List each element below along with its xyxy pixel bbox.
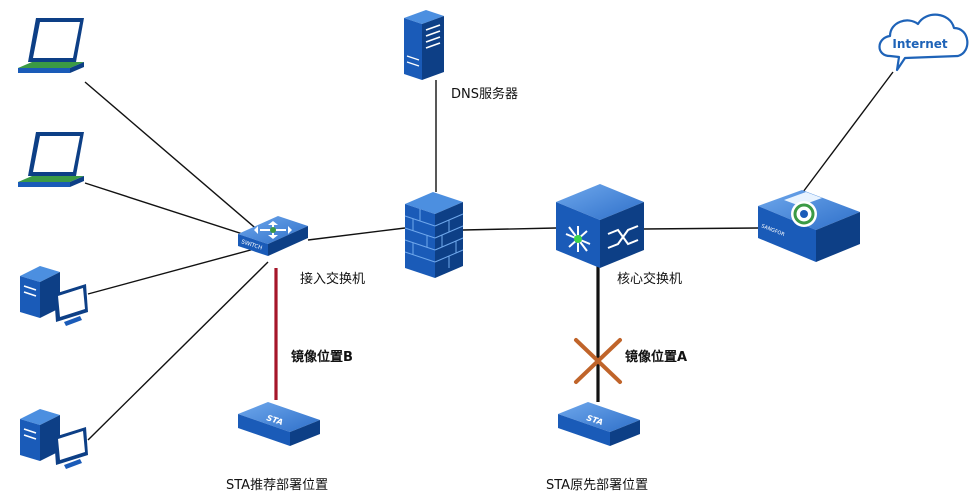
links (84, 71, 894, 441)
link-laptop2-switch (84, 182, 256, 239)
access-switch-label: 接入交换机 (300, 272, 366, 287)
link-core-gateway (642, 227, 759, 230)
dns-server-label: DNS服务器 (451, 87, 518, 102)
gateway-icon: SANGFOR (758, 190, 860, 262)
cloud-icon: Internet (878, 13, 969, 72)
core-switch-icon (556, 184, 644, 268)
server-icon (404, 10, 444, 80)
sta-device-icon: STA (238, 402, 320, 446)
core-switch-label: 核心交换机 (617, 272, 683, 287)
sta-recommended-position-label: STA推荐部署位置 (226, 478, 329, 493)
switch-icon: SWITCH (238, 216, 308, 256)
sta-device-icon: STA (558, 402, 640, 446)
link-switch-firewall (307, 227, 406, 241)
mirror-position-b-label: 镜像位置B (291, 350, 353, 365)
laptop-icon (18, 132, 84, 187)
link-pc2-switch (87, 261, 269, 441)
link-gateway-internet (799, 71, 894, 197)
link-firewall-core (462, 227, 557, 231)
desktop-pc-icon (20, 409, 88, 469)
desktop-pc-icon (20, 266, 88, 326)
sta-original-position-label: STA原先部署位置 (546, 478, 649, 493)
mirror-position-a-label: 镜像位置A (625, 350, 688, 365)
laptop-icon (18, 18, 84, 73)
cross-mark-icon (574, 338, 622, 384)
firewall-icon (404, 192, 464, 278)
link-laptop1-switch (84, 81, 261, 233)
link-pc1-switch (87, 247, 259, 295)
internet-label: Internet (892, 37, 947, 51)
